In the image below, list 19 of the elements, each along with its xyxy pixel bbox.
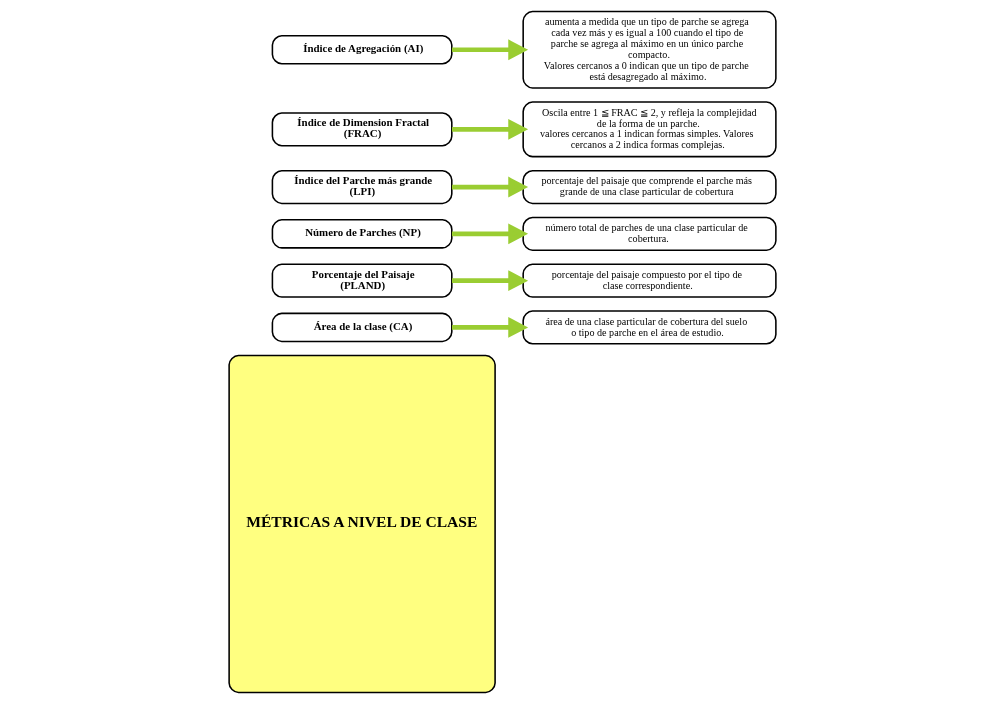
node-box: Índice del Parche más grande (LPI) [271, 169, 453, 205]
node-box: Número de Parches (NP) [271, 219, 453, 249]
arrow [451, 317, 529, 338]
node-box: área de una clase particular de cobertura del suelo o tipo de parche en el área de estudio. [522, 310, 777, 345]
arrow [451, 176, 529, 198]
arrow [451, 39, 529, 61]
node-box: Área de la clase (CA) [271, 312, 453, 343]
node-box: número total de parches de una clase particular de cobertura. [522, 216, 777, 251]
node-box: aumenta a medida que un tipo de parche se agrega cada vez más y es igual a 100 cuando el tipo de parche se agrega al máximo en un único parche compacto. Valores cercanos a 0 indican que un tipo de parche está desagregado al máximo. [522, 10, 777, 89]
node-box: MÉTRICAS A NIVEL DE CLASE [228, 354, 496, 694]
arrow [451, 270, 529, 292]
node-box: porcentaje del paisaje que comprende el parche más grande de una clase particular de cobertura [522, 169, 777, 205]
node-box: porcentaje del paisaje compuesto por el tipo de clase correspondiente. [522, 263, 777, 298]
node-box: Oscila entre 1 ≦ FRAC ≦ 2, y refleja la complejidad de la forma de un parche. valores cercanos a 1 indican formas simples. Valores cercanos a 2 indica formas complejas. [522, 101, 777, 158]
node-box: Porcentaje del Paisaje (PLAND) [271, 263, 453, 298]
node-box: Índice de Agregación (AI) [271, 34, 453, 65]
arrow [451, 223, 529, 245]
arrow [451, 118, 529, 140]
node-box: Índice de Dimension Fractal (FRAC) [271, 112, 453, 147]
